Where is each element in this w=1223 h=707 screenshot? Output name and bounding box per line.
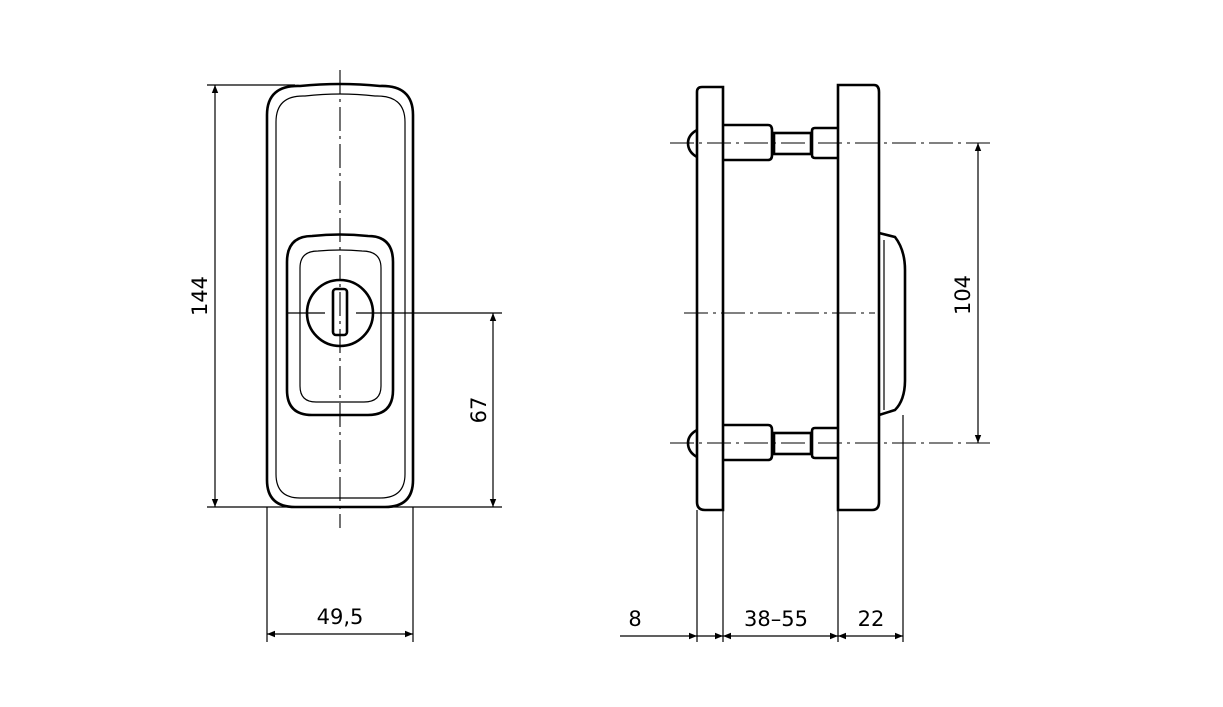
dim-label-104: 104 (951, 275, 975, 315)
dim-label-38-55: 38–55 (744, 607, 808, 631)
cylinder-guard-outer (285, 233, 395, 417)
escutcheon-inner-outline (275, 93, 406, 499)
dim-label-144: 144 (188, 276, 212, 316)
dim-label-49-5: 49,5 (317, 605, 364, 629)
inner-plate (836, 83, 881, 512)
dim-label-67: 67 (467, 397, 491, 424)
front-view: 144 67 49,5 (188, 70, 502, 642)
outer-plate (695, 85, 725, 512)
side-view: 104 8 38–55 22 (620, 83, 990, 642)
cylinder-guard-inner (299, 249, 382, 403)
dim-label-22: 22 (858, 607, 885, 631)
cylinder-knob (878, 231, 907, 417)
dim-label-8: 8 (628, 607, 641, 631)
screw-bottom (670, 423, 990, 462)
screw-top (670, 123, 990, 162)
